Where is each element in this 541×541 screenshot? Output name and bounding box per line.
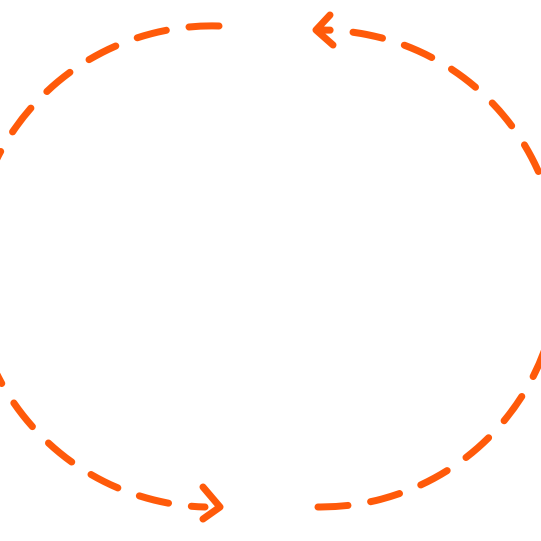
right-dashed-arc (314, 26, 541, 511)
top-arrowhead-icon (312, 11, 337, 49)
bottom-arrowhead-icon (199, 483, 224, 523)
left-dashed-arc (0, 22, 223, 511)
